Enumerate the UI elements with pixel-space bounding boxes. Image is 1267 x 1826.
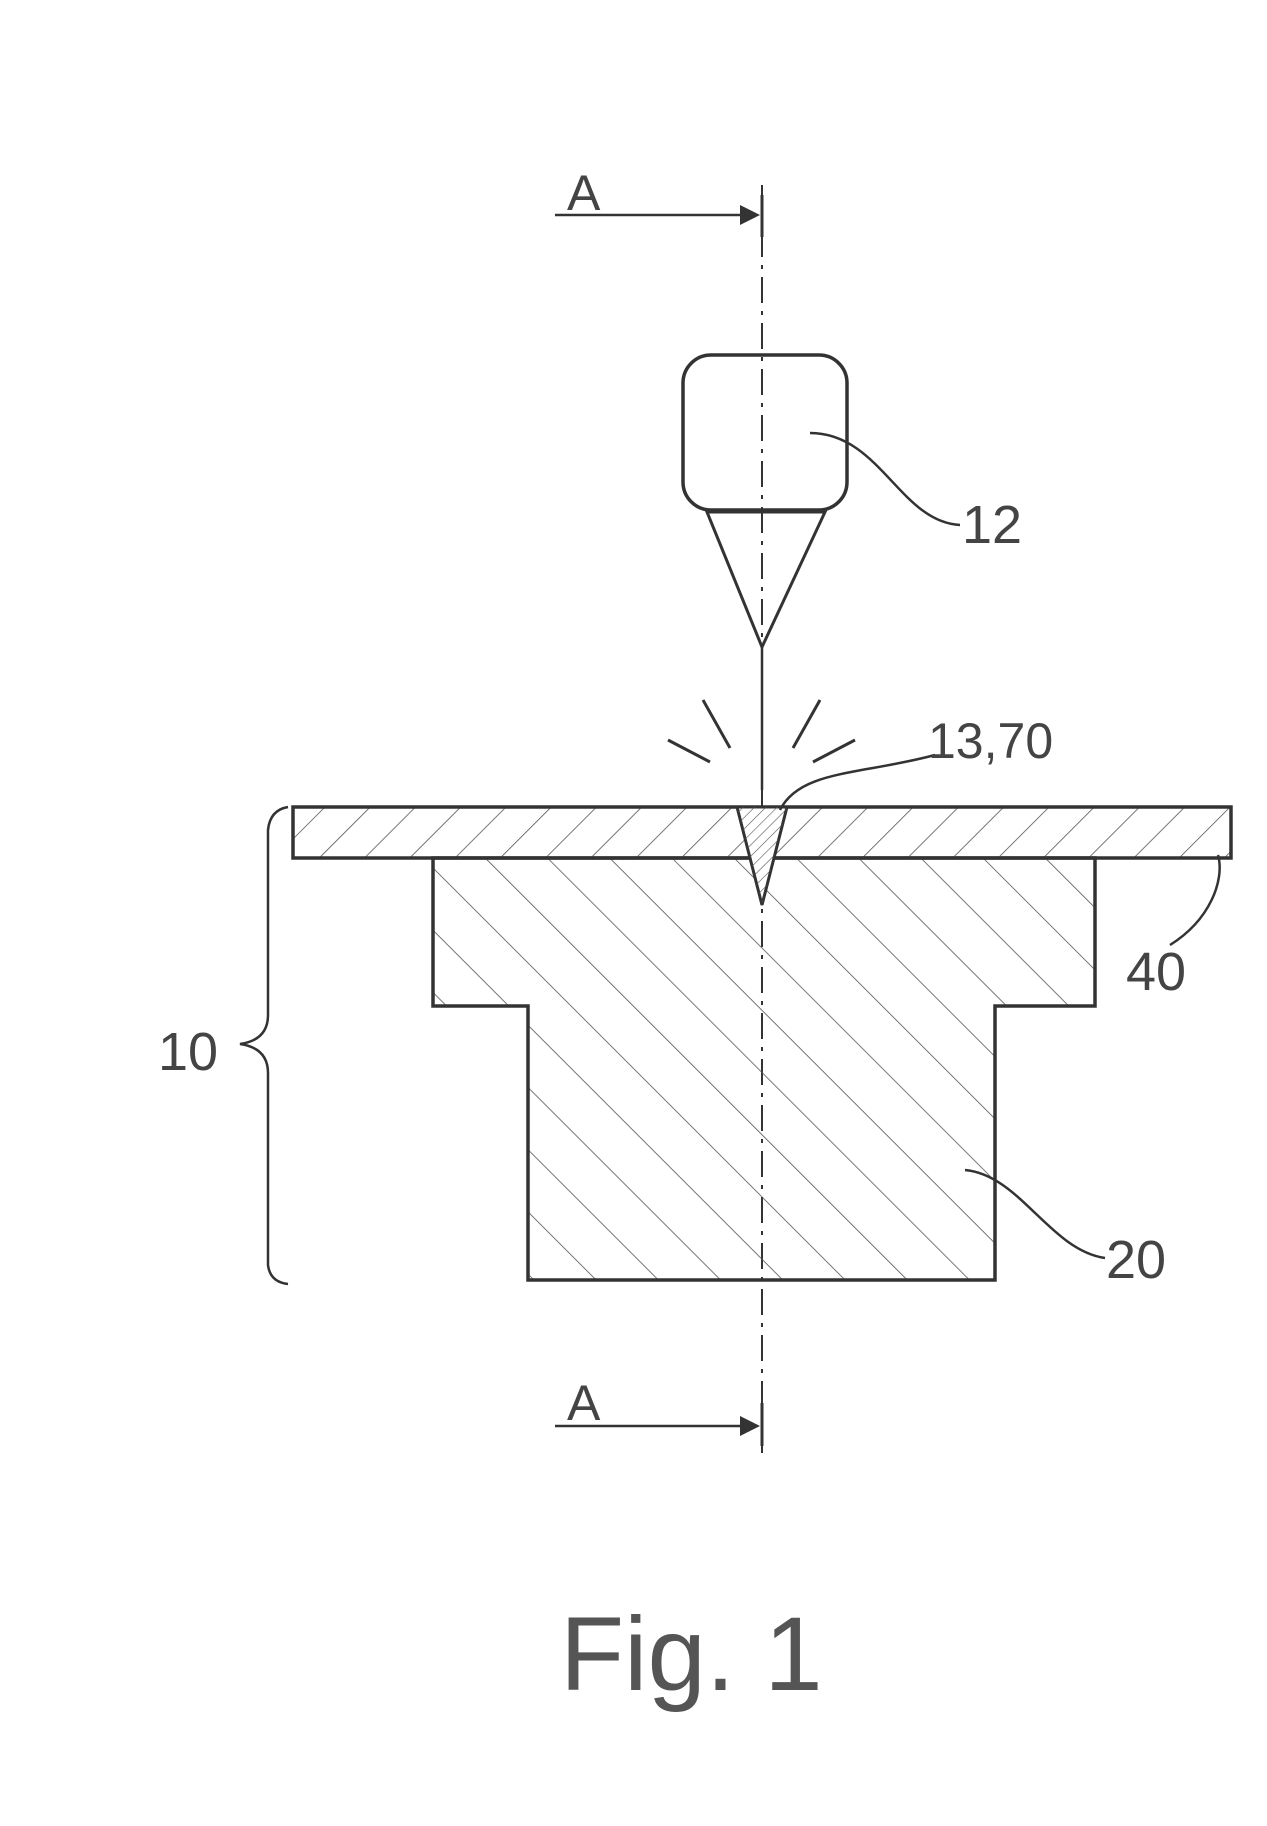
section-marker-bottom-label: A — [567, 1375, 601, 1431]
laser-head — [681, 353, 849, 790]
label-laser-head: 12 — [962, 495, 1022, 555]
substrate-body — [431, 856, 1097, 1282]
figure-caption: Fig. 1 — [560, 1596, 823, 1713]
label-weld-seam: 13,70 — [928, 713, 1053, 769]
section-marker-top-label: A — [567, 165, 601, 221]
label-cover-layer: 40 — [1126, 942, 1186, 1002]
section-marker-bottom: A — [555, 1375, 764, 1446]
laser-beam-cone — [704, 510, 828, 651]
label-substrate: 20 — [1106, 1230, 1166, 1290]
assembly-brace — [239, 805, 289, 1286]
spark-lines — [667, 699, 856, 764]
section-marker-top: A — [555, 165, 764, 237]
leader-lines — [778, 431, 1221, 1260]
label-assembly: 10 — [158, 1022, 218, 1082]
arrowhead-icon — [740, 1416, 760, 1436]
arrowhead-icon — [740, 205, 760, 225]
